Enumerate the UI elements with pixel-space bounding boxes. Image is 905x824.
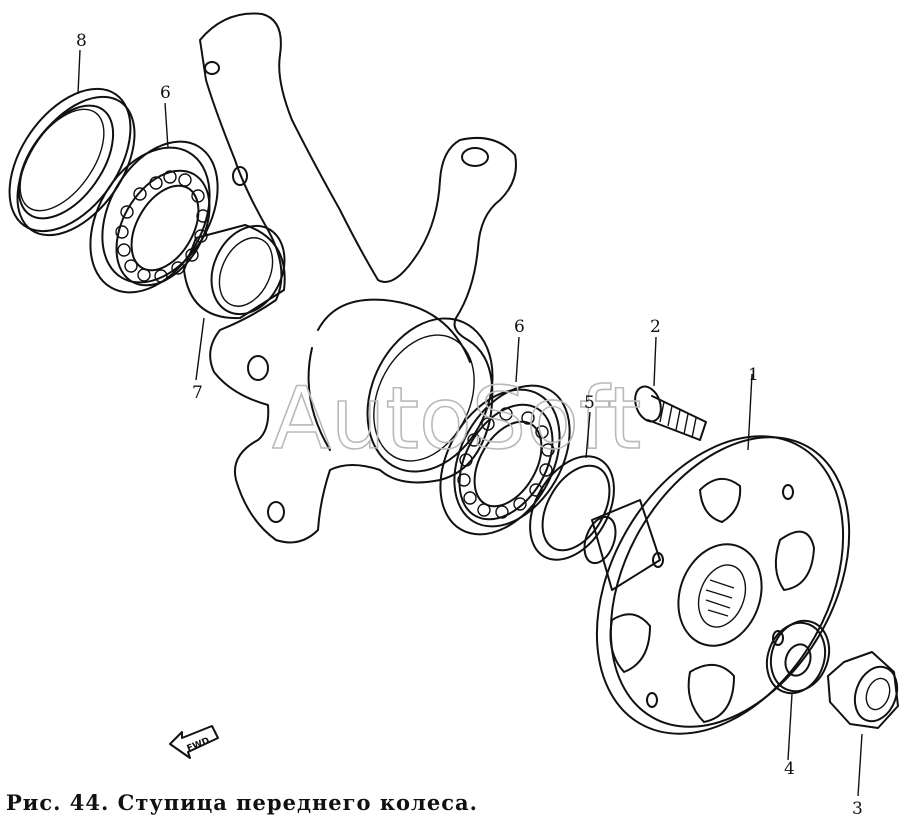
figure-caption: Рис. 44. Ступица переднего колеса. bbox=[6, 790, 478, 815]
snap-ring bbox=[529, 455, 615, 561]
callout-6-inner: 6 bbox=[514, 317, 525, 337]
callout-5: 5 bbox=[584, 393, 595, 413]
forward-arrow-icon: FWD bbox=[169, 725, 219, 759]
callout-1: 1 bbox=[748, 365, 759, 385]
callout-3: 3 bbox=[852, 799, 863, 819]
hub-nut bbox=[827, 651, 899, 729]
callout-7: 7 bbox=[192, 383, 203, 403]
wheel-stud bbox=[634, 385, 707, 441]
inner-bearing bbox=[439, 384, 571, 536]
leader-lines bbox=[77, 49, 863, 797]
forward-mark: FWD bbox=[186, 736, 212, 754]
callout-8: 8 bbox=[76, 31, 87, 51]
watermark: AutoSoft bbox=[272, 369, 641, 469]
outer-bearing bbox=[89, 140, 219, 294]
washer bbox=[765, 619, 831, 695]
callout-6-outer: 6 bbox=[160, 83, 171, 103]
callout-4: 4 bbox=[784, 759, 795, 779]
callout-2: 2 bbox=[650, 317, 661, 337]
